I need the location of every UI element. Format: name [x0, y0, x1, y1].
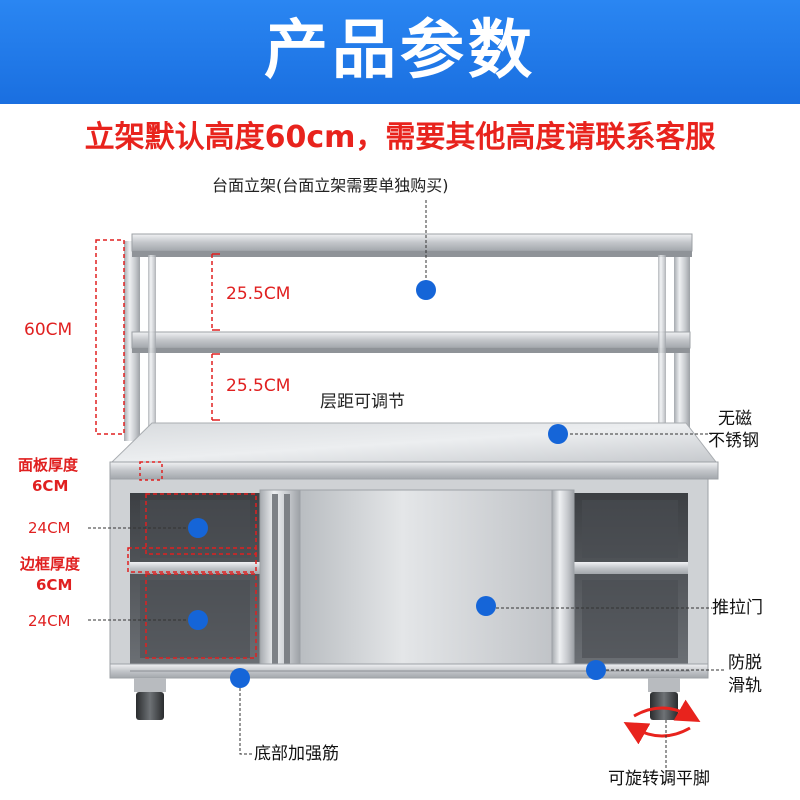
- foot-right-collar: [648, 678, 680, 692]
- door-right-edge: [551, 489, 575, 671]
- rack-top-shelf: [131, 233, 693, 252]
- height-notice: 立架默认高度60cm，需要其他高度请联系客服: [84, 120, 716, 155]
- label-panel-thickness-line2: 6CM: [32, 477, 69, 495]
- rack-top-shelf-edge: [132, 251, 692, 257]
- total-height-bracket: [95, 239, 125, 435]
- right-upper-compartment: [582, 500, 678, 558]
- right-inner-shelf: [572, 562, 688, 574]
- marker-dot-bottom-reinforce: [230, 668, 250, 688]
- label-material-line1: 无磁: [718, 409, 752, 429]
- cabinet-body: [109, 478, 709, 679]
- worktop-surface: [110, 422, 718, 463]
- label-panel-thickness-line1: 面板厚度: [18, 456, 79, 474]
- title-banner: 产品参数: [0, 0, 800, 104]
- sliding-door-panel: [299, 489, 557, 671]
- label-adjustable: 层距可调节: [320, 392, 405, 412]
- label-sliding-door: 推拉门: [712, 598, 763, 618]
- marker-dot-anti-slip: [586, 660, 606, 680]
- feet: [134, 678, 680, 720]
- door-left-handle-frame: [259, 489, 301, 671]
- rack-middle-shelf: [131, 331, 691, 349]
- marker-dot-top-rack: [416, 280, 436, 300]
- label-cabinet-depth-2: 24CM: [28, 612, 71, 630]
- rack-rear-post-right: [658, 255, 666, 425]
- dimension-lines: [95, 239, 257, 659]
- label-material-line2: 不锈钢: [708, 431, 759, 451]
- marker-dot-depth-1: [188, 518, 208, 538]
- marker-dot-depth-2: [188, 610, 208, 630]
- left-inner-shelf: [130, 562, 260, 574]
- right-lower-compartment: [582, 580, 678, 658]
- leader-leveling-feet: [665, 720, 676, 781]
- worktop: [109, 422, 719, 480]
- label-anti-slip-line2: 滑轨: [728, 676, 762, 696]
- label-shelf-gap-2: 25.5CM: [226, 376, 291, 396]
- panel-thickness-bracket: [139, 461, 163, 481]
- rack-middle-shelf-edge: [132, 348, 690, 353]
- frame-thickness-box: [127, 547, 257, 573]
- cabinet-depth-2-box: [145, 573, 257, 659]
- label-shelf-gap-1: 25.5CM: [226, 284, 291, 304]
- rack-rear-post-left: [148, 255, 156, 435]
- label-frame-thickness-line2: 6CM: [36, 576, 73, 594]
- callout-lines: [88, 200, 724, 781]
- door-left-handle-groove: [272, 494, 278, 666]
- worktop-front-edge: [109, 461, 719, 480]
- top-rack: [124, 233, 693, 444]
- foot-left: [136, 692, 164, 720]
- label-leveling-feet: 可旋转调平脚: [608, 769, 710, 789]
- label-total-height: 60CM: [24, 320, 73, 340]
- label-cabinet-depth-1: 24CM: [28, 519, 71, 537]
- cabinet-depth-1-box: [145, 493, 257, 555]
- rotate-arrows-icon: [623, 699, 701, 745]
- marker-dot-sliding-door: [476, 596, 496, 616]
- label-anti-slip-line1: 防脱: [728, 653, 762, 673]
- marker-dots: [188, 280, 606, 688]
- foot-right: [650, 692, 678, 720]
- label-bottom-reinforce: 底部加强筋: [254, 744, 339, 764]
- page-title: 产品参数: [264, 14, 536, 88]
- marker-dot-material: [548, 424, 568, 444]
- label-top-rack: 台面立架(台面立架需要单独购买): [212, 176, 449, 195]
- leader-bottom-reinforce: [239, 678, 252, 755]
- foot-left-collar: [134, 678, 166, 692]
- label-frame-thickness-line1: 边框厚度: [20, 555, 81, 573]
- door-left-handle-groove-2: [284, 494, 290, 666]
